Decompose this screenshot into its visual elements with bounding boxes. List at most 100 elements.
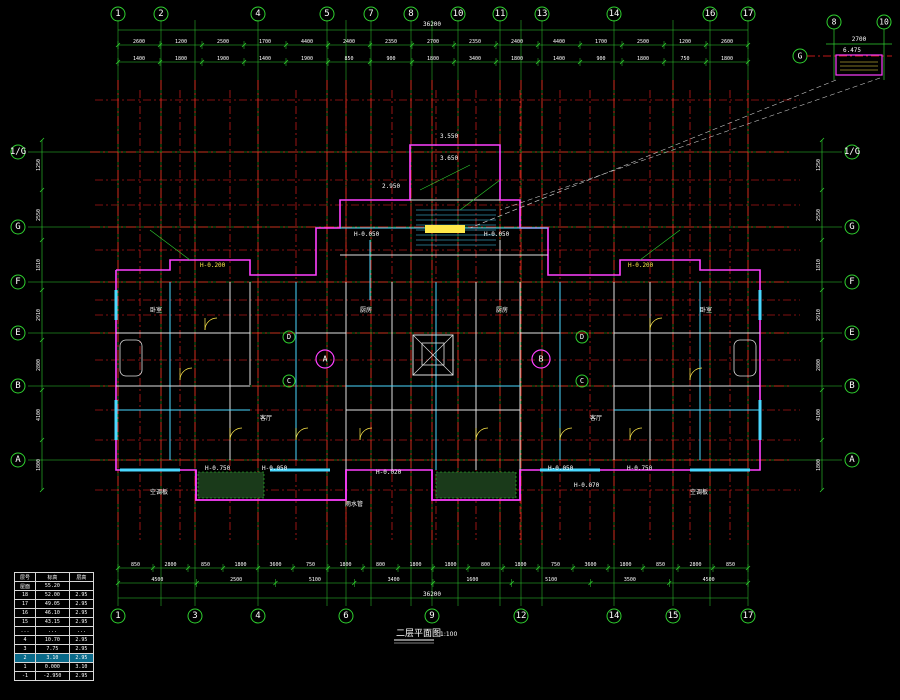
axis-bubble-bottom: 17 [740, 608, 756, 624]
dim-left-tick [39, 337, 45, 343]
axis-bubble-top: 5 [319, 6, 335, 22]
dim-top-1-text: 2500 [217, 39, 229, 45]
floor-level-cell: 10.70 [34, 635, 70, 645]
floor-level-cell: 16 [14, 608, 36, 618]
dim-right-text: 2550 [816, 209, 822, 221]
floor-level-cell: ... [68, 626, 95, 636]
axis-bubble-top-label: 5 [324, 9, 329, 19]
axis-bubble-bottom-label: 14 [609, 611, 620, 621]
level-note-1: 2.950 [382, 183, 400, 190]
axis-bubble-bottom-label: 15 [668, 611, 679, 621]
bathtub-right [733, 339, 757, 377]
dim-left-tick [39, 187, 45, 193]
dim-top-1-text: 2600 [133, 39, 145, 45]
floor-level-cell: 3.10 [68, 662, 95, 672]
floor-level-cell: 2 [14, 653, 36, 663]
axis-bubble-top-circle [492, 6, 508, 22]
axis-bubble-bottom: 15 [665, 608, 681, 624]
dim-top-2-text: 1400 [133, 56, 145, 62]
axis-bubble-top-circle [250, 6, 266, 22]
dim-bottom-1-text: 800 [376, 562, 385, 568]
dim-bottom-2-text: 4500 [151, 577, 163, 583]
axis-bubble-right-label: F [849, 277, 854, 287]
total-dimensions: 36200 36200 [423, 21, 441, 598]
dim-bottom-1-text: 750 [551, 562, 560, 568]
dim-right-text: 2910 [816, 309, 822, 321]
axis-bubble-right-label: G [849, 222, 854, 232]
axis-bubble-top: 10 [450, 6, 466, 22]
leader-line [149, 229, 191, 261]
axis-bubble-top: 7 [363, 6, 379, 22]
dim-right-text: 4100 [816, 409, 822, 421]
note-ac-2: 空调板 [690, 488, 708, 496]
axis-bubble-top-circle [606, 6, 622, 22]
dim-right-text: 1800 [816, 459, 822, 471]
dim-bottom-1-text: 1800 [339, 562, 351, 568]
dim-right-text: 1810 [816, 259, 822, 271]
building-walls [114, 144, 762, 501]
floor-level-cell: ... [34, 626, 70, 636]
dim-bottom-1-text: 850 [656, 562, 665, 568]
dim-right-tick [819, 237, 825, 243]
axis-bubble-left-circle [10, 452, 26, 468]
stair-landing [425, 225, 465, 233]
detail-axis-g: G [798, 52, 803, 61]
axis-bubble-right: E [844, 325, 860, 341]
axis-bubble-top-circle [450, 6, 466, 22]
axis-bubble-left-label: B [15, 381, 20, 391]
detail-axis-10: 10 [879, 18, 889, 27]
balcony-hatch-left [197, 471, 265, 499]
balcony-left [195, 470, 347, 501]
floor-level-row: ......... [14, 626, 95, 636]
elev-note-4: H-0.050 [548, 465, 574, 472]
room-label-6: 厨房 [496, 306, 508, 314]
floor-level-cell: 2.95 [68, 653, 95, 663]
axis-d-right: D [580, 333, 584, 341]
dim-top-1-text: 2350 [385, 39, 397, 45]
axis-bubble-right-label: A [849, 455, 855, 465]
door-swing [204, 317, 218, 331]
drawing-title: 二层平面图 [396, 628, 441, 639]
bathtub-left [119, 339, 143, 377]
floor-level-cell: 0.000 [34, 662, 70, 672]
leader-line [459, 179, 501, 211]
axis-bubble-bottom-circle [606, 608, 622, 624]
axis-bubble-top: 14 [606, 6, 622, 22]
axis-bubble-left-label: A [15, 455, 21, 465]
dim-left-text: 4100 [36, 409, 42, 421]
floor-level-cell: 2.95 [68, 671, 95, 681]
dim-left-text: 1810 [36, 259, 42, 271]
dim-bottom-2-text: 1600 [466, 577, 478, 583]
floor-level-cell: -1 [14, 671, 36, 681]
axis-bubble-bottom-label: 3 [192, 611, 197, 621]
dim-right-text: 1250 [816, 159, 822, 171]
elev-note-3: H-0.050 [262, 465, 288, 472]
axis-bubble-top-label: 8 [408, 9, 413, 19]
floor-level-cell: 2.95 [68, 590, 95, 600]
floor-level-cell: 2.95 [68, 617, 95, 627]
total-dim-bottom: 36200 [423, 591, 441, 598]
dim-top-2-text: 850 [344, 56, 353, 62]
elev-note-5: H-0.750 [205, 465, 231, 472]
total-dim-top: 36200 [423, 21, 441, 28]
axis-bubble-top: 17 [740, 6, 756, 22]
balcony-hatch-right [435, 471, 517, 499]
note-pipe-1: 雨水管 [345, 500, 363, 508]
dim-right-tick [819, 487, 825, 493]
axis-bubble-bottom-circle [424, 608, 440, 624]
door-swing [179, 367, 193, 381]
axis-bubble-top-label: 2 [158, 9, 163, 19]
room-label-3: 客厅 [260, 414, 272, 422]
dim-top-2-text: 1800 [427, 56, 439, 62]
dim-right-tick [819, 287, 825, 293]
floor-level-cell: 层高 [68, 572, 95, 582]
door-swing [359, 427, 373, 441]
note-ac-1: 空调板 [150, 488, 168, 496]
